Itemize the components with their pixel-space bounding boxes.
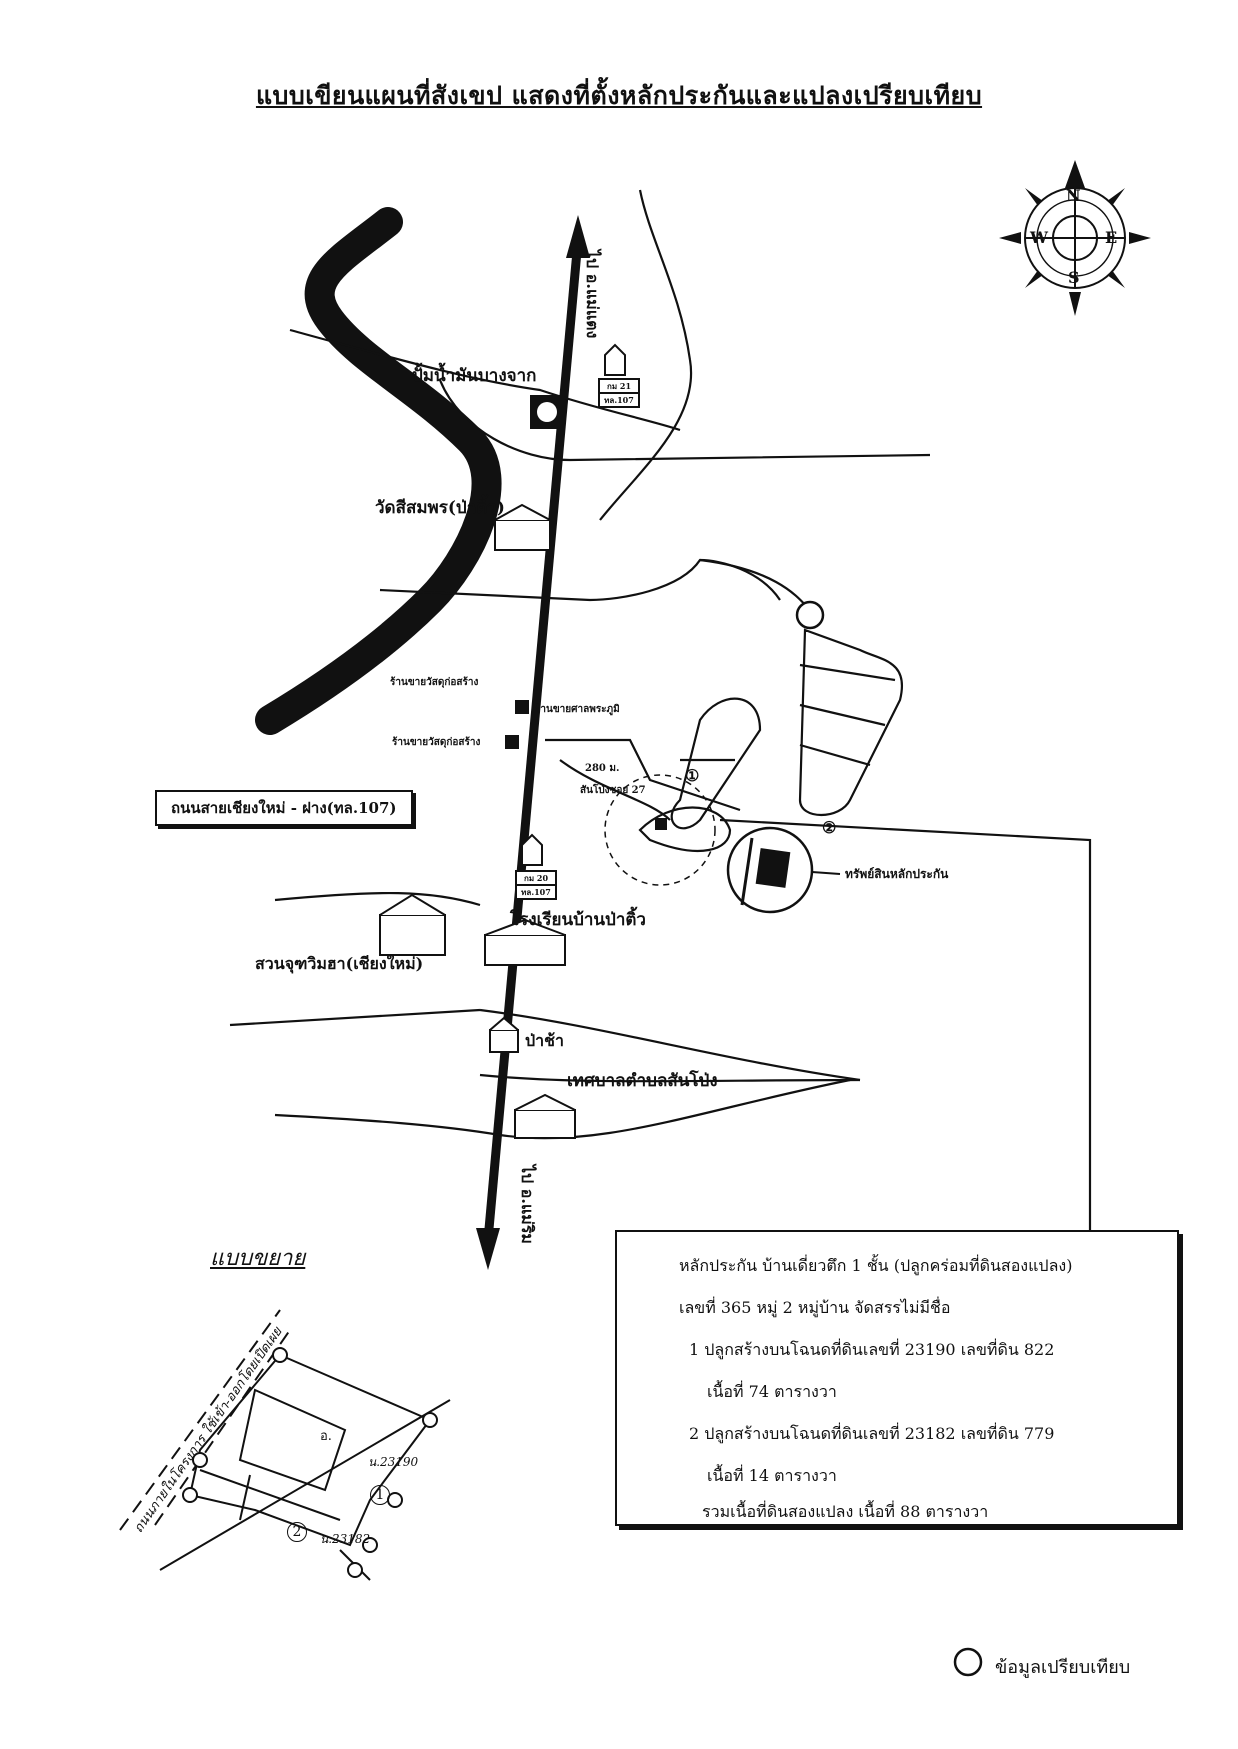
side-roads bbox=[229, 189, 1092, 1230]
shop-label-3: ร้านขายวัสดุก่อสร้าง bbox=[392, 737, 481, 748]
legend-line-3: 1 ปลูกสร้างบนโฉนดที่ดินเลขที่ 23190 เลขท… bbox=[689, 1340, 1055, 1359]
compass-n: N bbox=[1066, 186, 1081, 205]
legend-line-2: เลขที่ 365 หมู่ 2 หมู่บ้าน จัดสรรไม่มีชื… bbox=[679, 1298, 951, 1317]
comparison-marker-icon bbox=[953, 1647, 983, 1677]
km-post-21-line1: กม 21 bbox=[606, 381, 632, 391]
shrine-icon-south bbox=[521, 833, 543, 866]
compass-s: S bbox=[1068, 268, 1080, 287]
marker-2: ② bbox=[822, 818, 837, 837]
inset-corner-markers bbox=[182, 1347, 438, 1578]
collateral-label: ทรัพย์สินหลักประกัน bbox=[845, 867, 949, 881]
km-post-20-line2: ทล.107 bbox=[517, 884, 555, 898]
inset-title: แบบขยาย bbox=[210, 1246, 306, 1271]
gas-station-label: ปั้มน้ำมันบางจาก bbox=[412, 366, 537, 386]
distance-label: 280 ม. bbox=[585, 763, 620, 774]
resort-label: สวนจุฑวิมฮา(เชียงใหม่) bbox=[255, 954, 424, 973]
comparison-legend-label: ข้อมูลเปรียบเทียบ bbox=[995, 1657, 1131, 1678]
housing-estate bbox=[638, 628, 903, 852]
river bbox=[255, 207, 502, 735]
legend-line-1: หลักประกัน บ้านเดี่ยวตึก 1 ชั้น (ปลูกคร่… bbox=[679, 1256, 1073, 1275]
legend-line-7: รวมเนื้อที่ดินสองแปลง เนื้อที่ 88 ตารางว… bbox=[702, 1502, 989, 1521]
temple-icon bbox=[494, 503, 551, 551]
km-post-21: กม 21 ทล.107 bbox=[598, 378, 640, 408]
legend-line-4: เนื้อที่ 74 ตารางวา bbox=[707, 1382, 837, 1401]
compass-rose bbox=[999, 160, 1151, 316]
direction-north-label: ไป อ.แม่แตง bbox=[583, 250, 602, 339]
marker-1: ① bbox=[685, 766, 700, 785]
cemetery-label: ป่าช้า bbox=[525, 1031, 564, 1050]
inset-house-label: อ. bbox=[320, 1429, 332, 1444]
temple-label: วัดสีสมพร(ป่าติ้ว) bbox=[375, 498, 505, 518]
shop-icon-1 bbox=[515, 700, 529, 714]
page-title: แบบเขียนแผนที่สังเขป แสดงที่ตั้งหลักประก… bbox=[255, 81, 983, 110]
direction-south-label: ไป อ.แม่ริม bbox=[518, 1165, 537, 1244]
collateral-zoom-block bbox=[755, 848, 791, 888]
school-label: โรงเรียนบ้านป่าติ้ว bbox=[510, 910, 646, 930]
compass-w: W bbox=[1030, 228, 1048, 247]
km-post-21-line2: ทล.107 bbox=[600, 392, 638, 406]
inset-num-1: 1 bbox=[370, 1485, 390, 1505]
municipality-icon bbox=[514, 1093, 576, 1139]
legend-line-5: 2 ปลูกสร้างบนโฉนดที่ดินเลขที่ 23182 เลขท… bbox=[689, 1424, 1055, 1443]
collateral-pointer bbox=[811, 871, 841, 875]
compass-e: E bbox=[1105, 228, 1118, 247]
municipality-label: เทศบาลตำบลสันโป่ง bbox=[567, 1071, 718, 1091]
south-arrow-head bbox=[476, 1228, 500, 1270]
inset-deed-2: น.23182 bbox=[320, 1532, 371, 1546]
legend-line-6: เนื้อที่ 14 ตารางวา bbox=[707, 1466, 837, 1485]
shop-icon-2 bbox=[505, 735, 519, 749]
collateral-mark bbox=[655, 818, 667, 830]
resort-icon bbox=[379, 893, 446, 956]
km-post-20-line1: กม 20 bbox=[523, 873, 549, 883]
north-arrow-head bbox=[566, 215, 590, 258]
inset-num-2: 2 bbox=[287, 1522, 307, 1542]
school-icon bbox=[484, 918, 566, 966]
shop-label-1: ร้านขายวัสดุก่อสร้าง bbox=[390, 677, 479, 688]
collateral-radius bbox=[604, 774, 716, 886]
legend-box: หลักประกัน บ้านเดี่ยวตึก 1 ชั้น (ปลูกคร่… bbox=[615, 1230, 1179, 1526]
km-post-20: กม 20 ทล.107 bbox=[515, 870, 557, 900]
roundabout bbox=[795, 600, 825, 630]
soi-label: สันโป่งซอย 27 bbox=[580, 785, 646, 796]
highway-name-box: ถนนสายเชียงใหม่ - ฝาง(ทล.107) bbox=[155, 790, 413, 826]
shrine-icon-north bbox=[604, 343, 626, 376]
cemetery-icon bbox=[489, 1016, 519, 1053]
inset-deed-1: น.23190 bbox=[368, 1455, 419, 1469]
gas-station-logo bbox=[537, 402, 557, 422]
shop-label-2: ร้านขายศาลพระภูมิ bbox=[535, 704, 620, 715]
collateral-zoom-road bbox=[740, 837, 754, 906]
